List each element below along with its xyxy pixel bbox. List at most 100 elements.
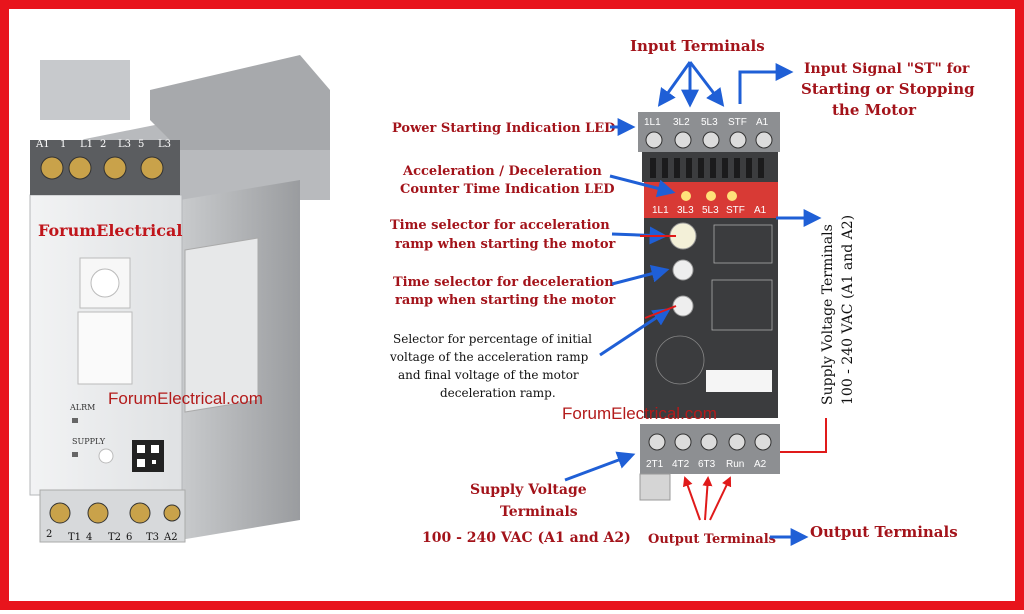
terminal-screw	[140, 156, 164, 180]
terminal-screw	[700, 433, 718, 451]
right-bottom-terminal-4t2: 4T2	[672, 459, 690, 470]
left-brand: ForumElectrical	[38, 221, 182, 240]
left-bottom-terminal-a2: A2	[163, 532, 178, 543]
label-accel-led-line2: Counter Time Indication LED	[400, 182, 615, 197]
right-bottom-terminal-a2: A2	[754, 459, 767, 470]
led-label-a1: A1	[754, 205, 767, 216]
left-bottom-terminal-t3: T3	[146, 532, 159, 543]
terminal-screw	[702, 131, 720, 149]
schematic-panel	[711, 279, 773, 331]
terminal-screw	[674, 433, 692, 451]
terminal-screw	[49, 502, 71, 524]
left-soft-starter: A1 1 L1 2 L3 5 L3 ForumElectrical ALRM S…	[29, 55, 330, 543]
left-top-terminal-l3: L3	[118, 139, 131, 150]
right-soft-starter: 1L1 3L2 5L3 STF A1 1L1 3L3 5L3 STF A1 Fo…	[562, 112, 780, 501]
right-bottom-screws	[648, 433, 772, 451]
label-output-terminals-big: Output Terminals	[810, 523, 958, 541]
terminal-screw	[40, 156, 64, 180]
right-top-terminal-a1: A1	[756, 117, 769, 128]
right-top-terminal-5l3: 5L3	[701, 117, 718, 128]
right-top-terminal-stf: STF	[728, 117, 747, 128]
left-top-terminal-5: 5	[138, 139, 144, 150]
wiring-diagram-panel	[713, 224, 773, 264]
arrow-decel-selector	[611, 264, 670, 286]
left-top-screws	[40, 156, 164, 180]
label-supply-bottom-line3: 100 - 240 VAC (A1 and A2)	[422, 530, 631, 546]
label-input-signal-line3: the Motor	[832, 101, 917, 119]
left-supply-label: SUPPLY	[72, 437, 106, 446]
led-label-3l3: 3L3	[677, 205, 694, 216]
label-accel-selector-line1: Time selector for acceleration	[390, 218, 610, 233]
label-output-terminals-small: Output Terminals	[648, 532, 776, 547]
red-pointer-lines	[640, 235, 827, 521]
terminal-screw	[754, 433, 772, 451]
label-percent-selector-line3: and final voltage of the motor	[398, 368, 579, 382]
arrow-input-signal	[738, 63, 794, 104]
left-top-terminal-1: 1	[60, 139, 66, 150]
right-top-terminal-1l1: 1L1	[644, 117, 661, 128]
left-bottom-terminal-4: 4	[86, 532, 92, 543]
arrow-input-5l3	[688, 61, 725, 107]
left-reset-button	[98, 448, 114, 464]
terminal-screw	[87, 502, 109, 524]
label-accel-selector-line2: ramp when starting the motor	[395, 237, 615, 252]
label-supply-vertical: Supply Voltage Terminals 100 - 240 VAC (…	[820, 215, 856, 405]
label-decel-selector-line2: ramp when starting the motor	[395, 293, 615, 308]
left-device-upper	[150, 55, 330, 150]
din-clip	[639, 473, 671, 501]
left-device-rail-clip	[40, 60, 130, 120]
right-bottom-terminal-2t1: 2T1	[646, 459, 664, 470]
label-percent-selector-line2: voltage of the acceleration ramp	[389, 350, 589, 364]
label-supply-bottom-line1: Supply Voltage	[470, 482, 587, 498]
label-power-led: Power Starting Indication LED	[392, 121, 615, 136]
right-top-screws	[645, 131, 773, 149]
left-top-terminal-2: 2	[100, 139, 106, 150]
red-arrow-6t3	[702, 476, 713, 521]
arrow-supply-bottom	[564, 451, 636, 482]
left-top-terminal-a1: A1	[35, 139, 50, 150]
left-side-label	[184, 237, 259, 413]
left-bottom-screws	[49, 502, 181, 524]
right-bottom-terminal-run: Run	[726, 459, 744, 470]
left-bottom-terminal-2: 2	[46, 529, 52, 540]
label-decel-selector-line1: Time selector for deceleration	[393, 275, 614, 290]
label-input-terminals: Input Terminals	[630, 37, 765, 55]
terminal-screw	[103, 156, 127, 180]
alarm-led	[72, 418, 78, 423]
left-bottom-terminal-t1: T1	[68, 532, 81, 543]
red-line-percent	[644, 305, 677, 319]
right-watermark: ForumElectrical.com	[562, 404, 717, 423]
left-top-terminal-l1: L1	[80, 139, 93, 150]
terminal-screw	[648, 433, 666, 451]
arrow-percent-selector	[599, 308, 672, 357]
terminal-screw	[755, 131, 773, 149]
left-top-terminal-l3b: L3	[158, 139, 171, 150]
led-indicator	[681, 191, 691, 201]
red-line-a2-supply	[780, 418, 827, 453]
terminal-screw	[729, 131, 747, 149]
left-bottom-terminal-t2: T2	[108, 532, 121, 543]
qr-code-icon	[132, 440, 164, 472]
label-supply-vertical-line2: 100 - 240 VAC (A1 and A2)	[840, 215, 856, 405]
label-supply-bottom-line2: Terminals	[500, 504, 578, 520]
led-label-1l1: 1L1	[652, 205, 669, 216]
left-knob	[90, 268, 120, 298]
right-top-terminal-3l2: 3L2	[673, 117, 690, 128]
arrow-accel-led	[609, 174, 676, 198]
label-accel-led-line1: Acceleration / Deceleration	[402, 164, 602, 179]
terminal-screw	[129, 502, 151, 524]
left-watermark: ForumElectrical.com	[108, 389, 263, 408]
percent-selector-knob	[672, 295, 694, 317]
label-percent-selector-line4: deceleration ramp.	[440, 386, 556, 400]
terminal-screw	[68, 156, 92, 180]
label-input-signal-line2: Starting or Stopping	[801, 80, 975, 98]
terminal-screw	[163, 504, 181, 522]
led-label-stf: STF	[726, 205, 745, 216]
left-label-window	[77, 311, 133, 385]
terminal-screw	[645, 131, 663, 149]
label-input-signal-line1: Input Signal "ST" for	[804, 61, 970, 77]
left-bottom-terminal-6: 6	[126, 532, 132, 543]
supply-led	[72, 452, 78, 457]
